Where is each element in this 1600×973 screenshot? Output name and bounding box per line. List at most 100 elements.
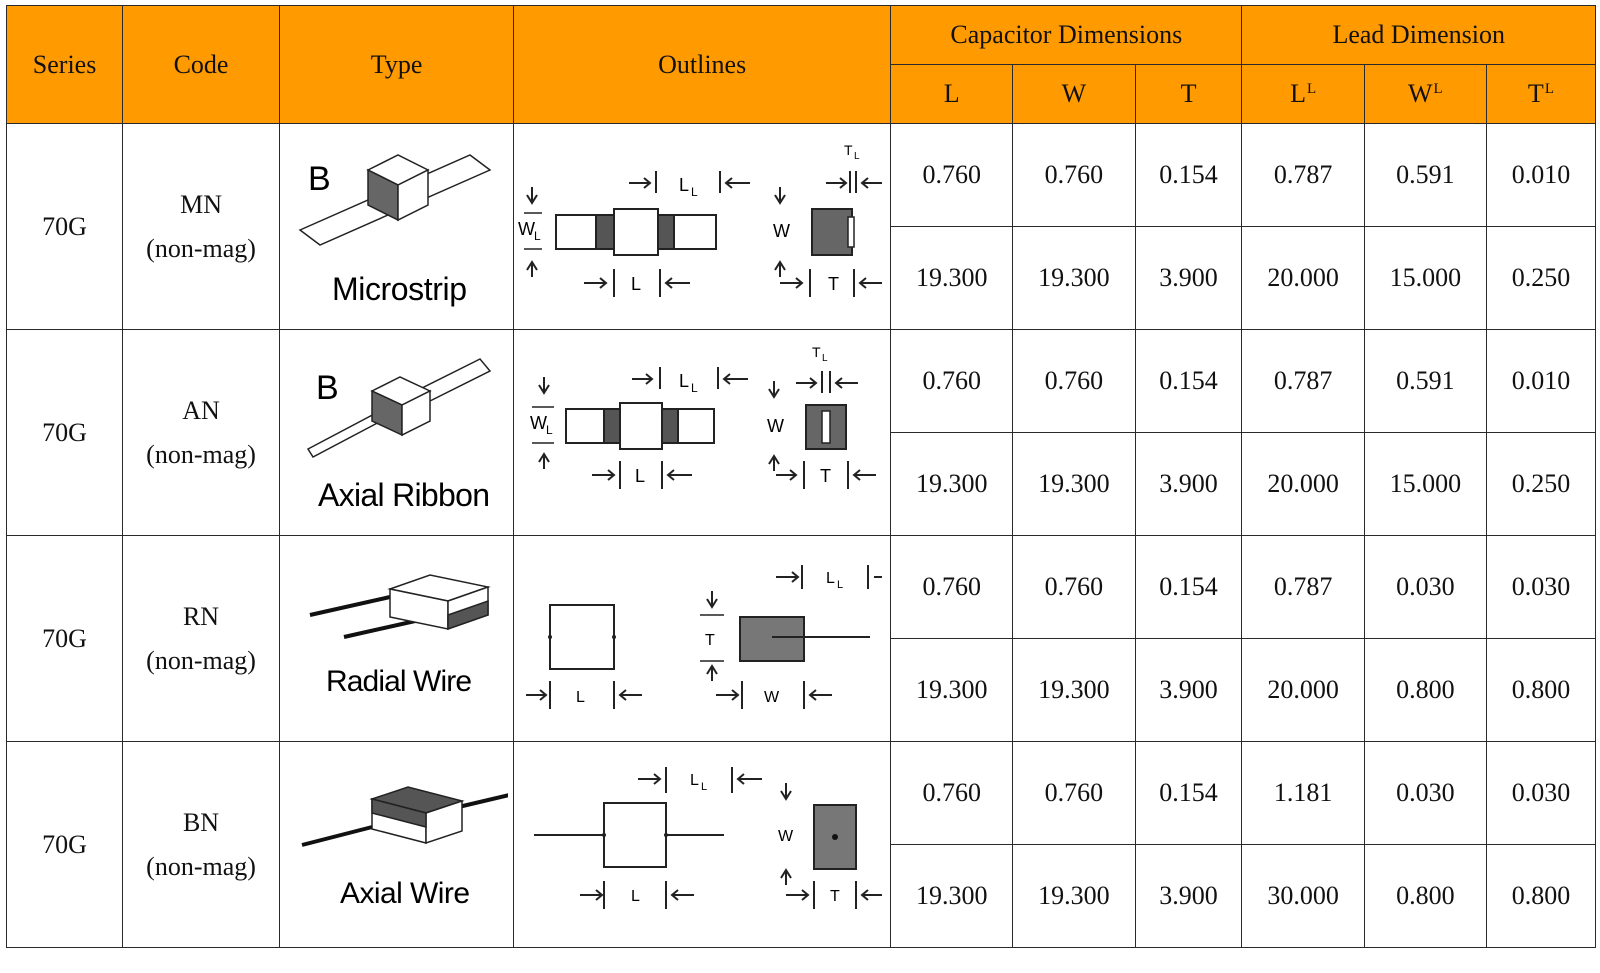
type-cell: B Microstrip: [278, 123, 515, 330]
cap-l-value: 0.760: [890, 741, 1014, 845]
table-row: 19.300 19.300 3.900 30.000 0.800 0.800: [7, 844, 1597, 948]
lead-w-value: 0.030: [1363, 741, 1487, 845]
cap-t-value: 0.154: [1134, 329, 1243, 433]
cap-l-value: 0.760: [890, 123, 1014, 227]
header-lead-l-base: L: [1290, 79, 1306, 108]
w-label: W: [764, 689, 780, 706]
axial-ribbon-illustration: B Axial Ribbon: [306, 357, 492, 513]
header-cap-t: T: [1134, 64, 1243, 124]
code-cell: RN (non-mag): [122, 535, 280, 742]
cap-w-value: 19.300: [1012, 638, 1136, 742]
cap-w-value: 0.760: [1012, 741, 1136, 845]
lead-w-value: 15.000: [1363, 226, 1487, 330]
outline-cell: W L L L L W T T L: [513, 329, 892, 536]
lead-w-value: 15.000: [1363, 432, 1487, 536]
wl-sub: L: [534, 229, 541, 243]
header-capacitor-dimensions: Capacitor Dimensions: [890, 5, 1243, 65]
lead-w-value: 0.591: [1363, 123, 1487, 227]
cap-l-value: 0.760: [890, 329, 1014, 433]
code-value: AN: [182, 395, 220, 425]
header-cap-l: L: [890, 64, 1014, 124]
cap-w-value: 19.300: [1012, 432, 1136, 536]
header-type: Type: [278, 5, 515, 124]
t-label: T: [705, 632, 715, 649]
dimensions-table: Series Code Type Outlines Capacitor Dime…: [5, 5, 1597, 948]
ll-sub: L: [691, 185, 698, 199]
code-note: (non-mag): [146, 233, 256, 263]
code-value: MN: [180, 189, 222, 219]
cap-w-value: 19.300: [1012, 844, 1136, 948]
cap-l-value: 19.300: [890, 844, 1014, 948]
lead-t-value: 0.250: [1485, 226, 1597, 330]
code-cell: AN(non-mag): [122, 329, 280, 536]
code-note: (non-mag): [146, 851, 256, 881]
ll-sub: L: [691, 381, 698, 395]
lead-t-value: 0.030: [1485, 741, 1597, 845]
tl-label: T: [812, 344, 821, 360]
w-label: W: [767, 416, 784, 436]
cap-t-value: 3.900: [1134, 432, 1243, 536]
cap-w-value: 0.760: [1012, 123, 1136, 227]
type-label: Microstrip: [332, 271, 467, 307]
series-cell: 70G: [5, 741, 124, 948]
cap-l-value: 19.300: [890, 638, 1014, 742]
cap-t-value: 0.154: [1134, 535, 1243, 639]
tl-sub: L: [822, 353, 828, 364]
code-note: (non-mag): [146, 645, 256, 675]
lead-l-value: 20.000: [1241, 638, 1365, 742]
header-lead-t-base: T: [1527, 79, 1544, 108]
lead-t-value: 0.250: [1485, 432, 1597, 536]
ll-label: L: [826, 570, 835, 587]
lead-l-value: 0.787: [1241, 123, 1365, 227]
ll-sub: L: [701, 781, 707, 793]
wl-label: W: [530, 413, 547, 433]
lead-t-value: 0.800: [1485, 638, 1597, 742]
cap-t-value: 3.900: [1134, 844, 1243, 948]
type-prefix: B: [316, 369, 339, 407]
table-row: 19.300 19.300 3.900 20.000 0.800 0.800: [7, 638, 1597, 742]
type-cell: Radial Wire: [278, 535, 515, 742]
lead-l-value: 30.000: [1241, 844, 1365, 948]
t-label: T: [830, 888, 840, 905]
cap-w-value: 19.300: [1012, 226, 1136, 330]
l-label: L: [631, 274, 641, 294]
lead-t-value: 0.800: [1485, 844, 1597, 948]
lead-t-value: 0.010: [1485, 123, 1597, 227]
ll-sub: L: [837, 579, 843, 591]
axial-wire-outline: L L L W T: [534, 766, 883, 909]
type-label: Radial Wire: [326, 665, 472, 698]
l-label: L: [631, 888, 640, 905]
code-cell: BN(non-mag): [122, 741, 280, 948]
table-row: 70G AN(non-mag) B Axial Ribbon: [5, 329, 1597, 536]
header-lead-dimension: Lead Dimension: [1241, 5, 1596, 65]
microstrip-outline: W L L L L W T T L: [518, 142, 883, 297]
w-label: W: [773, 221, 790, 241]
header-cap-w: W: [1012, 64, 1136, 124]
tl-sub: L: [854, 151, 860, 162]
header-lead-l: LL: [1241, 64, 1365, 124]
series-cell: 70G: [5, 123, 124, 330]
code-value: RN: [182, 601, 220, 631]
axial-ribbon-outline: W L L L L W T T L: [530, 344, 877, 489]
cap-w-value: 0.760: [1012, 535, 1136, 639]
table-row: 19.300 19.300 3.900 20.000 15.000 0.250: [7, 226, 1597, 330]
lead-l-value: 1.181: [1241, 741, 1365, 845]
lead-t-value: 0.030: [1485, 535, 1597, 639]
header-lead-w-base: W: [1407, 79, 1433, 108]
cap-t-value: 3.900: [1134, 226, 1243, 330]
table-row: 70G BN(non-mag) Axial Wire: [5, 741, 1597, 948]
lead-w-value: 0.030: [1363, 535, 1487, 639]
cap-t-value: 3.900: [1134, 638, 1243, 742]
ll-label: L: [679, 371, 689, 391]
wl-label: W: [518, 219, 535, 239]
lead-l-value: 20.000: [1241, 432, 1365, 536]
outline-cell: L T W L L: [513, 535, 892, 742]
radial-wire-illustration: Radial Wire: [309, 573, 491, 698]
ll-label: L: [679, 175, 689, 195]
table-row: 70G MN (non-mag) B Microstrip: [5, 123, 1597, 330]
type-prefix: B: [308, 160, 331, 198]
axial-wire-illustration: Axial Wire: [301, 785, 508, 910]
outline-cell: L L L W T: [513, 741, 892, 948]
code-cell: MN (non-mag): [122, 123, 280, 330]
ll-label: L: [690, 772, 699, 789]
